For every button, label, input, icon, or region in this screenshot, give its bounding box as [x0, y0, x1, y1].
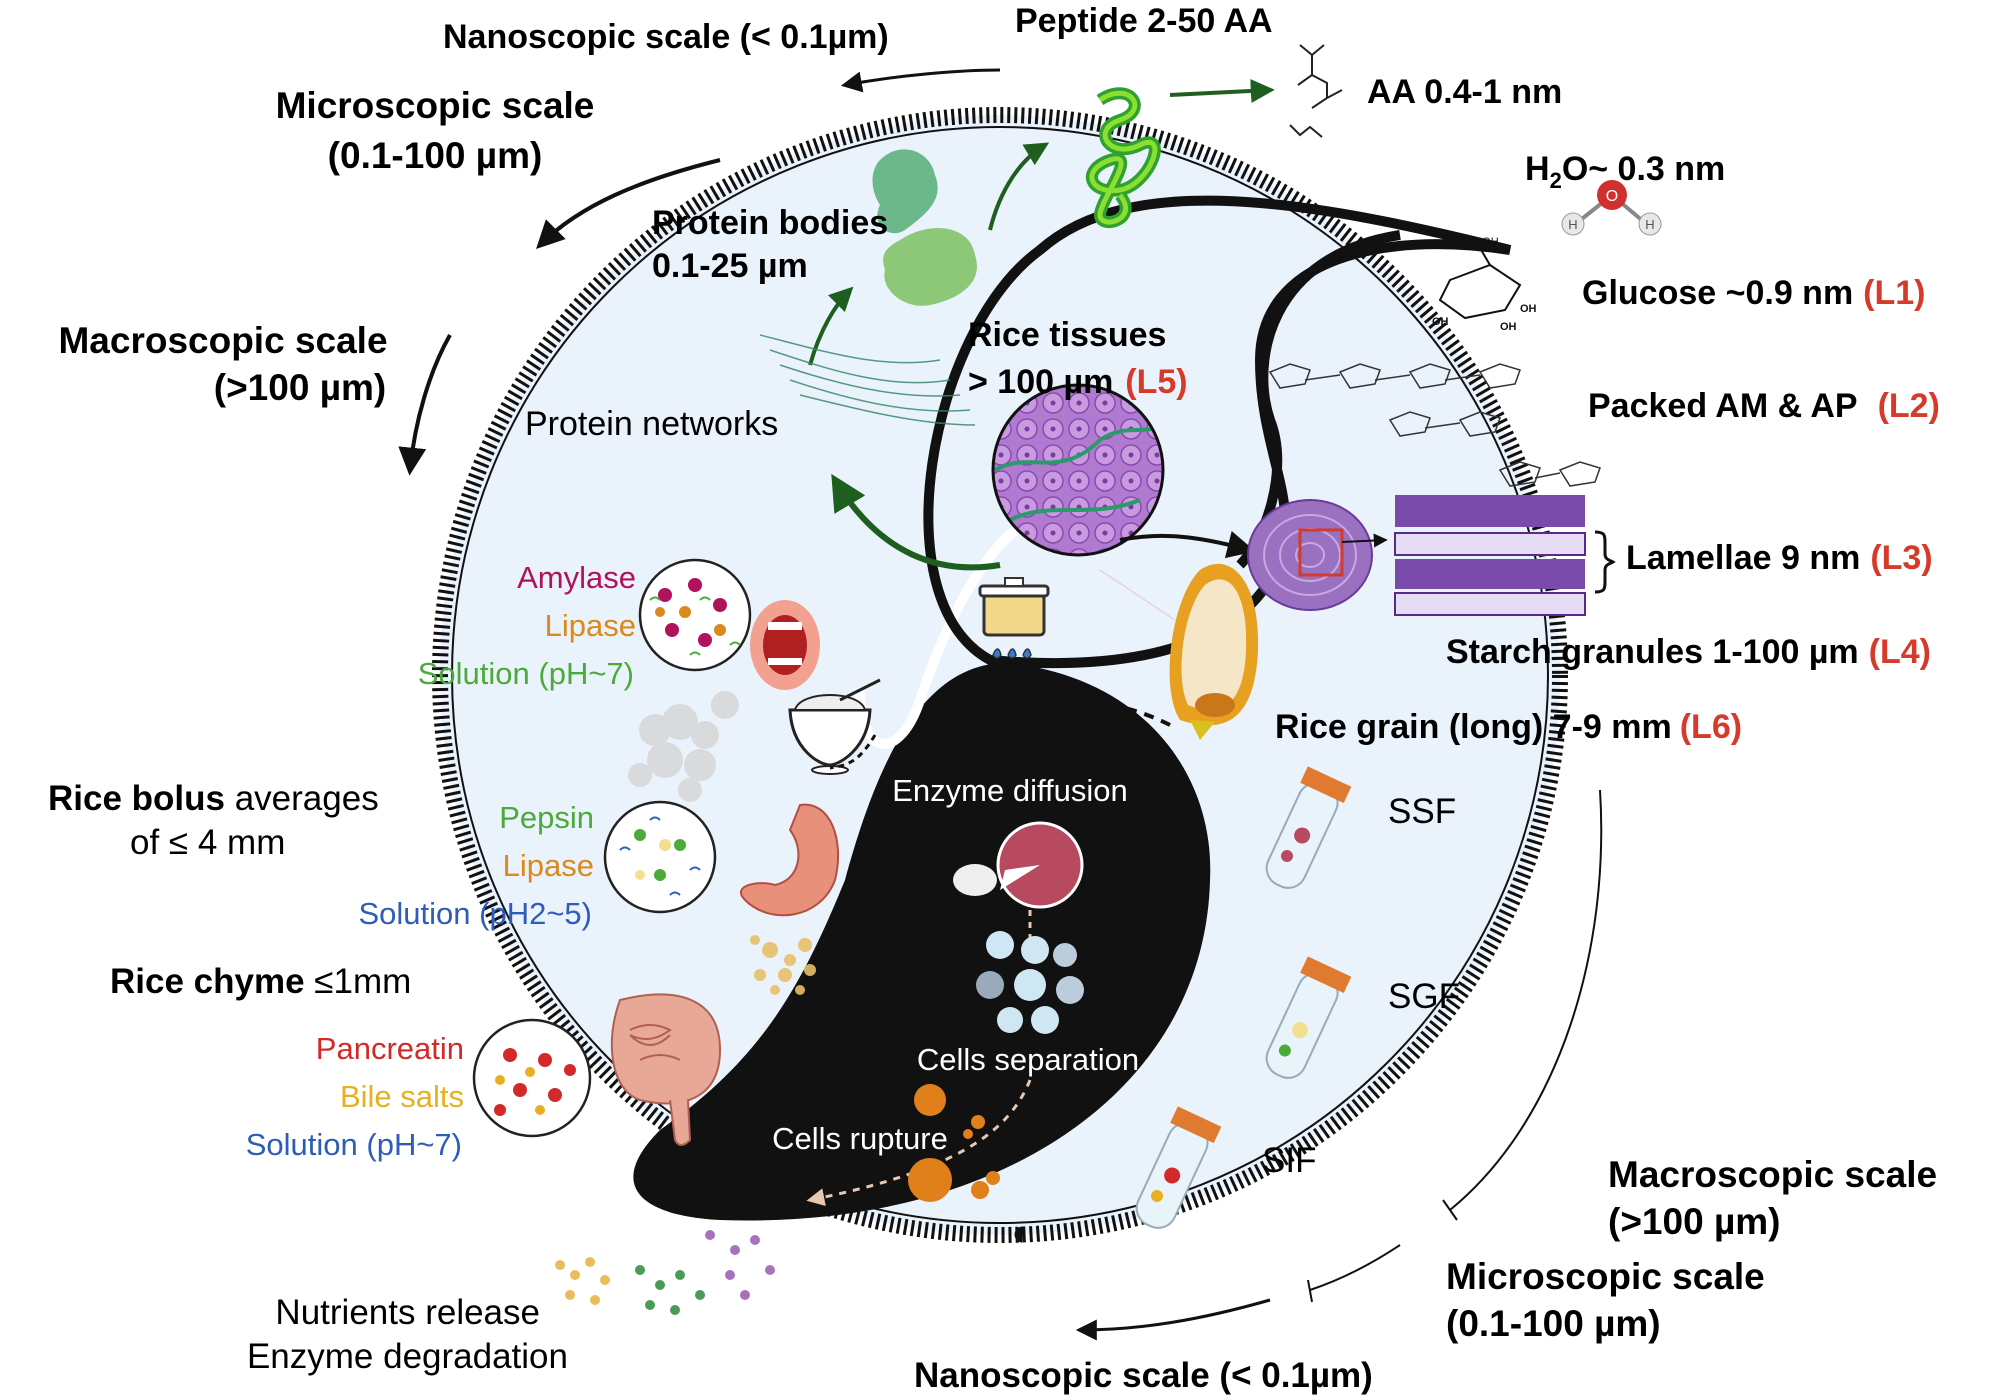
label-pancreatin: Pancreatin [316, 1031, 464, 1066]
lamellae-icon [1394, 495, 1616, 616]
label-protein-bodies-2: 0.1-25 µm [652, 247, 808, 285]
stomach-icon [740, 803, 840, 917]
intestinal-enzyme-circle [472, 1018, 592, 1138]
protein-body-icon [872, 149, 977, 306]
label-solution-oral: Solution (pH~7) [418, 656, 634, 691]
intestine-icon [610, 993, 722, 1146]
arrow-grain-cooking [1039, 700, 1171, 727]
svg-text:CH₂OH: CH₂OH [1462, 236, 1499, 248]
arrow-nano-bottom [1075, 1298, 1271, 1341]
label-cells-separation: Cells separation [917, 1042, 1139, 1077]
arrow-nano-top [840, 68, 1001, 93]
label-macro-bottom-2: (>100 µm) [1608, 1201, 1780, 1242]
arrow-micro-bottom [1309, 1244, 1401, 1291]
svg-text:H: H [1568, 217, 1577, 232]
label-lipase-oral: Lipase [545, 608, 636, 643]
svg-text:O: O [1606, 188, 1618, 205]
arrow-micro-top [536, 158, 721, 249]
arrow-tissue-starch [1119, 530, 1256, 559]
label-protein-networks: Protein networks [525, 405, 778, 443]
protein-network-icon [759, 334, 976, 426]
water-molecule-icon: O H H [1561, 180, 1662, 236]
label-sgf: SGF [1388, 977, 1460, 1016]
oral-enzyme-circle [638, 558, 752, 672]
label-rice-tissues-1: Rice tissues [968, 316, 1166, 354]
label-bile: Bile salts [340, 1079, 464, 1114]
arrow-macro-top [398, 334, 452, 476]
enzyme-diffusion-graphic [806, 821, 1084, 1206]
label-ssf: SSF [1388, 792, 1456, 831]
arrow-tissue-networks [831, 473, 1001, 571]
label-peptide: Peptide 2-50 AA [1015, 2, 1273, 40]
arrow-macro-bottom [1449, 789, 1603, 1211]
starch-granule-icon [1247, 499, 1388, 611]
label-solution-intestinal: Solution (pH~7) [246, 1127, 462, 1162]
label-enzyme-diffusion: Enzyme diffusion [892, 773, 1128, 808]
label-macro-top-2: (>100 µm) [214, 367, 386, 408]
label-glucose: Glucose ~0.9 nm(L1) [1582, 274, 1926, 312]
label-aa: AA 0.4-1 nm [1367, 73, 1562, 111]
peptide-icon [1085, 78, 1275, 229]
rice-grain-icon [1169, 563, 1259, 740]
rice-tissue-icon [991, 383, 1165, 557]
label-starch: Starch granules 1-100 µm(L4) [1446, 633, 1931, 671]
amino-acid-icon [1289, 44, 1343, 138]
label-water: H2O~ 0.3 nm [1525, 150, 1725, 193]
label-lipase-gastric: Lipase [503, 848, 594, 883]
svg-text:OH: OH [1432, 316, 1449, 328]
label-bolus-1: Rice bolus averages [48, 779, 379, 818]
label-sif: SIF [1262, 1141, 1316, 1180]
amylose-chain-icon [1268, 363, 1601, 487]
label-nano-top: Nanoscopic scale (< 0.1µm) [443, 18, 889, 56]
test-tube-icon [1135, 766, 1352, 1229]
label-chyme: Rice chyme ≤1mm [110, 962, 411, 1001]
rice-chyme-graphic [750, 935, 816, 995]
label-bolus-2: of ≤ 4 mm [130, 823, 285, 862]
label-micro-top-2: (0.1-100 µm) [328, 135, 543, 176]
label-cells-rupture: Cells rupture [772, 1121, 948, 1156]
label-pepsin: Pepsin [499, 800, 594, 835]
rice-bowl-icon [788, 678, 881, 775]
rice-bolus-graphic [628, 691, 739, 802]
label-rice-grain: Rice grain (long) 7-9 mm(L6) [1275, 708, 1742, 746]
pot-icon [978, 577, 1050, 659]
glucose-icon: CH₂OH OH OH OH [1432, 236, 1537, 333]
label-nutrients: Nutrients release [275, 1293, 540, 1332]
label-nano-bottom: Nanoscopic scale (< 0.1µm) [914, 1356, 1373, 1395]
svg-text:OH: OH [1500, 321, 1517, 333]
arrow-bodies-peptide [988, 142, 1050, 231]
gastric-enzyme-circle [603, 800, 717, 914]
mouth-icon [750, 600, 820, 690]
label-enzyme-deg: Enzyme degradation [247, 1337, 568, 1376]
svg-text:H: H [1645, 217, 1654, 232]
swirl-path [855, 515, 1041, 749]
label-micro-top-1: Microscopic scale [276, 85, 595, 126]
label-macro-top-1: Macroscopic scale [58, 320, 387, 361]
label-packed: Packed AM & AP(L2) [1588, 387, 1940, 425]
nutrient-release-graphic [555, 1230, 775, 1315]
label-solution-gastric: Solution (pH2~5) [359, 896, 593, 931]
label-micro-bottom-1: Microscopic scale [1446, 1256, 1765, 1297]
label-amylase: Amylase [517, 560, 636, 595]
label-macro-bottom-1: Macroscopic scale [1608, 1154, 1937, 1195]
svg-text:OH: OH [1520, 303, 1537, 315]
label-rice-tissues-2: > 100 µm(L5) [968, 363, 1188, 401]
label-micro-bottom-2: (0.1-100 µm) [1446, 1303, 1661, 1344]
label-protein-bodies-1: Protein bodies [652, 204, 888, 242]
digestion-zone [633, 662, 1211, 1221]
label-lamellae: Lamellae 9 nm(L3) [1626, 539, 1933, 577]
arrow-networks-bodies [808, 286, 854, 366]
